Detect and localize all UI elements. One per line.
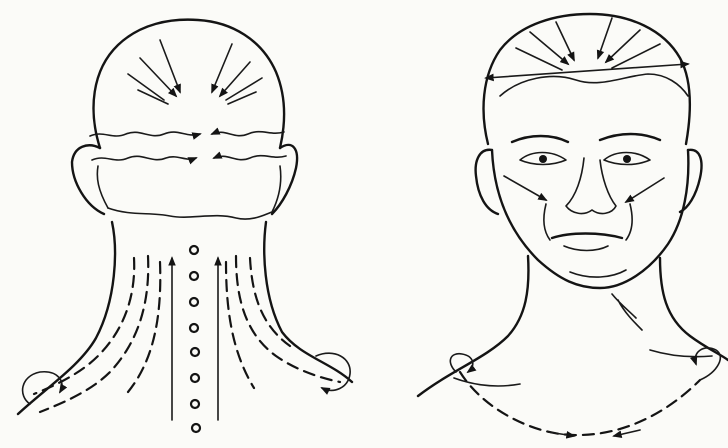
spine-point-4 <box>190 324 198 332</box>
front-left-ear <box>476 150 498 214</box>
front-right-ear <box>680 150 702 212</box>
face-outline <box>492 150 688 288</box>
left-pupil <box>539 155 547 163</box>
lower-lip <box>564 246 608 251</box>
front-hairline <box>500 74 688 96</box>
front-crown-arrow-2 <box>556 22 574 60</box>
spine-points <box>190 246 200 432</box>
chest-dash-arc <box>460 372 700 435</box>
right-shoulder-circle <box>316 353 350 390</box>
right-nasolabial <box>626 204 632 240</box>
back-view-panel <box>18 20 352 432</box>
crown-fan-lines <box>128 74 262 104</box>
mouth <box>552 234 622 239</box>
back-skull-base <box>97 166 280 212</box>
chest-arrow-right <box>614 430 640 436</box>
right-cheek-arrow <box>626 178 664 202</box>
left-nasolabial <box>544 204 550 240</box>
spine-point-3 <box>190 298 198 306</box>
neck-shading <box>612 294 642 330</box>
back-neck-left <box>18 222 115 414</box>
crown-fan-arrows <box>128 40 262 104</box>
crown-arrow-4 <box>220 62 250 96</box>
left-cheek-arrow <box>504 176 546 200</box>
crown-arrow-2 <box>160 40 180 92</box>
back-head-outline <box>94 20 285 148</box>
spine-point-1 <box>190 246 198 254</box>
right-pupil <box>623 155 631 163</box>
spine-point-8 <box>192 424 200 432</box>
front-view-panel <box>418 14 728 436</box>
left-shoulder-circle <box>23 372 62 404</box>
nose <box>566 158 616 213</box>
occiput-wave-lower <box>92 156 196 160</box>
back-hairline <box>108 208 272 219</box>
right-eyebrow <box>600 134 660 140</box>
occiput-wave-upper-r <box>212 132 284 136</box>
front-crown-fan <box>516 18 660 70</box>
crown-arrow-1 <box>140 58 176 96</box>
spine-point-5 <box>191 348 199 356</box>
front-head-outline <box>484 14 690 144</box>
spine-point-2 <box>190 272 198 280</box>
forehead-arrow <box>486 64 688 78</box>
front-neck-right <box>660 258 728 360</box>
chin-shadow <box>570 270 626 277</box>
collarbone-right <box>650 350 712 357</box>
front-crown-arrow-3 <box>598 18 612 58</box>
occiput-wave-upper <box>90 132 200 136</box>
back-left-ear <box>72 145 104 214</box>
front-neck-left <box>418 256 528 396</box>
occiput-wave-lower-r <box>214 156 286 160</box>
spine-point-6 <box>191 374 199 382</box>
front-crown-lines <box>516 44 660 70</box>
left-eyebrow <box>512 136 568 142</box>
neck-dash-left-2 <box>34 258 134 394</box>
spine-point-7 <box>191 400 199 408</box>
